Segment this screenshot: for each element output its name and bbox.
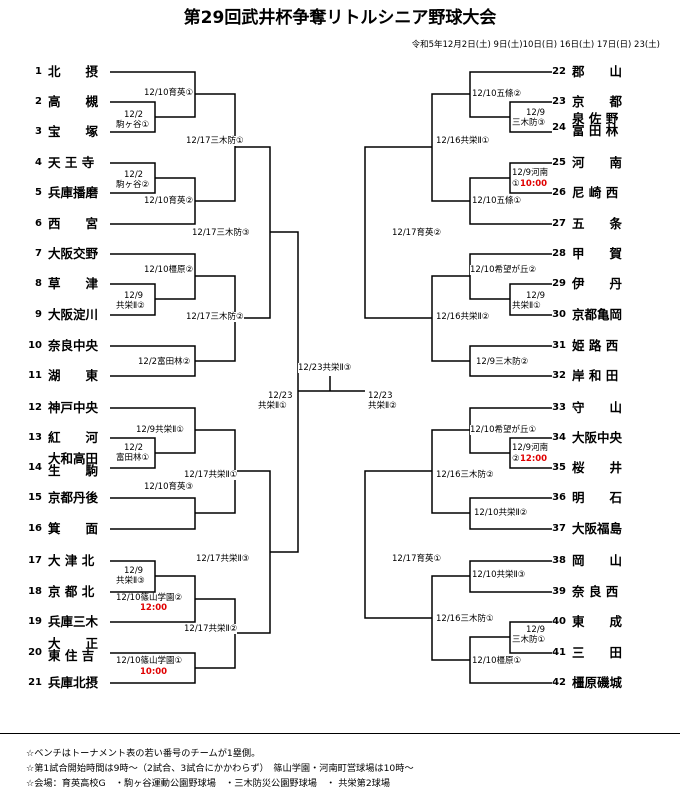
match-label: 12/2富田林② (138, 357, 191, 367)
semifinal-label: 12/23 (368, 391, 393, 401)
match-label: 12/10共栄Ⅱ② (474, 508, 528, 518)
match-label: ② (512, 454, 520, 464)
match-label: 12/9河南 (512, 443, 549, 453)
match-label: 12/10育英③ (144, 482, 194, 492)
match-label: 12/10篠山学園② (116, 593, 183, 603)
match-label: 12/9共栄Ⅱ① (136, 425, 184, 435)
notes-section: ☆ベンチはトーナメント表の若い番号のチームが1塁側。 ☆第1試合開始時間は9時～… (0, 733, 680, 799)
match-time: 10:00 (520, 179, 548, 189)
match-label: 12/17三木防② (186, 312, 244, 322)
match-label: 12/16共栄Ⅱ① (436, 136, 490, 146)
match-label: 12/9 (124, 291, 144, 301)
match-label: 駒ヶ谷① (116, 120, 150, 130)
match-label: 12/9 (124, 566, 144, 576)
match-label: 12/17育英① (392, 554, 442, 564)
match-label: 12/10希望が丘① (470, 425, 537, 435)
match-label: 共栄Ⅱ③ (116, 576, 145, 586)
match-label: 駒ヶ谷② (116, 180, 150, 190)
match-label: 12/16共栄Ⅱ② (436, 312, 490, 322)
match-label: 12/2 (124, 443, 144, 453)
match-label: 12/16三木防① (436, 614, 494, 624)
match-label: 共栄Ⅱ① (512, 301, 541, 311)
match-label: 12/9 (526, 625, 546, 635)
schedule-dates: 令和5年12月2日(土) 9日(土)10日(日) 16日(土) 17日(日) 2… (411, 40, 660, 50)
note-line: ☆第1試合開始時間は9時～（2試合、3試合にかかわらず） 篠山学園・河南町営球場… (26, 763, 414, 774)
match-label: 共栄Ⅱ② (116, 301, 145, 311)
match-label: 12/10希望が丘② (470, 265, 537, 275)
match-label: 12/16三木防② (436, 470, 494, 480)
match-label: 12/2 (124, 110, 144, 120)
match-label: 12/9三木防② (476, 357, 529, 367)
match-label: 12/17共栄Ⅱ② (184, 624, 238, 634)
note-line: ☆ベンチはトーナメント表の若い番号のチームが1塁側。 (26, 748, 261, 759)
match-label: 12/10篠山学園① (116, 656, 183, 666)
match-time: 10:00 (140, 667, 168, 677)
semifinal-label: 共栄Ⅱ① (258, 401, 287, 411)
match-label: 12/9河南 (512, 168, 549, 178)
match-time: 12:00 (140, 603, 168, 613)
match-label: 12/17三木防① (186, 136, 244, 146)
page-title: 第29回武井杯争奪リトルシニア野球大会 (183, 8, 497, 28)
match-label: 12/10共栄Ⅱ③ (472, 570, 526, 580)
semifinal-label: 12/23 (268, 391, 293, 401)
note-line: ☆会場：育英高校G ・駒ヶ谷運動公園野球場 ・三木防災公園野球場 ・ 共栄第2球… (26, 778, 391, 789)
divider (0, 733, 680, 734)
match-label: 12/10育英① (144, 88, 194, 98)
match-label: 12/9 (526, 291, 546, 301)
semifinal-label: 共栄Ⅱ② (368, 401, 397, 411)
match-label: 12/17共栄Ⅱ① (184, 470, 238, 480)
match-label: 12/10橿原① (472, 656, 522, 666)
match-label: 12/10橿原② (144, 265, 194, 275)
match-label: 三木防① (512, 635, 546, 645)
match-label: 12/9 (526, 108, 546, 118)
match-label: 富田林① (116, 453, 150, 463)
match-label: ① (512, 179, 520, 189)
match-label: 12/10育英② (144, 196, 194, 206)
match-label: 三木防③ (512, 118, 546, 128)
match-label: 12/10五條② (472, 89, 522, 99)
match-label: 12/17共栄Ⅱ③ (196, 554, 250, 564)
match-time: 12:00 (520, 454, 548, 464)
match-label: 12/17育英② (392, 228, 442, 238)
match-label: 12/10五條① (472, 196, 522, 206)
final-label: 12/23共栄Ⅱ③ (298, 363, 352, 373)
match-label: 12/17三木防③ (192, 228, 250, 238)
match-label: 12/2 (124, 170, 144, 180)
